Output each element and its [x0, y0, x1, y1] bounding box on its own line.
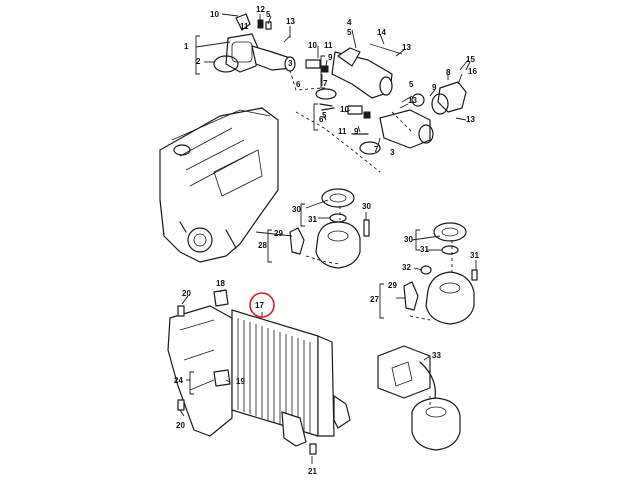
expansion-tank-b: [403, 222, 478, 325]
callout-20-b: 20: [176, 421, 185, 430]
callout-31: 31: [470, 251, 479, 260]
coolant-flange-group: [305, 43, 469, 155]
callout-30: 30: [362, 202, 371, 211]
callout-24: 24: [174, 376, 183, 385]
callout-12-a: 12: [256, 5, 265, 14]
callout-16: 16: [468, 67, 477, 76]
callout-5-a: 5: [266, 10, 271, 19]
callout-10-b: 10: [308, 41, 317, 50]
callout-8: 8: [446, 68, 451, 77]
callout-10-a: 10: [210, 10, 219, 19]
radiator-assembly: [167, 289, 351, 455]
callout-25: 27: [370, 295, 379, 304]
callout-9-c: 9: [354, 127, 359, 136]
callout-20-a: 20: [182, 289, 191, 298]
callout-5-c: 5: [409, 80, 414, 89]
callout-11-c: 11: [338, 127, 347, 136]
callout-10-c: 10: [340, 105, 349, 114]
callout-4: 4: [347, 18, 352, 27]
callout-33: 33: [432, 351, 441, 360]
leader-lines: [179, 13, 477, 464]
highlight-circle: [249, 292, 275, 318]
engine-block: [159, 107, 279, 263]
callout-5-d: 5: [322, 111, 327, 120]
callout-28-a: 30: [292, 205, 301, 214]
callout-1: 1: [184, 42, 189, 51]
callout-13-a: 13: [286, 17, 295, 26]
callout-3-b: 3: [390, 148, 395, 157]
callout-27-b: 29: [388, 281, 397, 290]
callout-6-a: 6: [296, 80, 301, 89]
callout-13-d: 13: [466, 115, 475, 124]
callout-28-b: 30: [404, 235, 413, 244]
callout-17: 17: [255, 301, 264, 310]
callout-14: 14: [377, 28, 386, 37]
callout-11-b: 11: [324, 41, 333, 50]
callout-7-b: 7: [374, 145, 379, 154]
coolant-refill-group: [377, 345, 461, 451]
callout-9-b: 9: [432, 83, 437, 92]
callout-5-b: 5: [347, 28, 352, 37]
callout-9-a: 9: [328, 53, 333, 62]
callout-13-b: 13: [402, 43, 411, 52]
thermostat-housing-group: [213, 13, 296, 73]
callout-labels: 10 11 12 5 13 1 2 3 4 5 14 13 10 11 9 6 …: [174, 5, 479, 476]
callout-7-a: 7: [323, 79, 328, 88]
assembly-dash-lines: [289, 69, 453, 406]
callout-3-a: 3: [288, 59, 293, 68]
expansion-tank-a: [289, 188, 370, 269]
callout-32: 32: [402, 263, 411, 272]
callout-2: 2: [196, 57, 201, 66]
callout-11-a: 11: [240, 22, 249, 31]
callout-18: 18: [216, 279, 225, 288]
group-brackets: [189, 35, 420, 395]
callout-29-a: 31: [308, 215, 317, 224]
callout-6-b: 6: [319, 115, 324, 124]
callout-27-a: 29: [274, 229, 283, 238]
callout-13-c: 13: [408, 96, 417, 105]
callout-21: 21: [308, 467, 317, 476]
callout-29-b: 31: [420, 245, 429, 254]
callout-26: 28: [258, 241, 267, 250]
callout-15: 15: [466, 55, 475, 64]
callout-19: 19: [236, 377, 245, 386]
